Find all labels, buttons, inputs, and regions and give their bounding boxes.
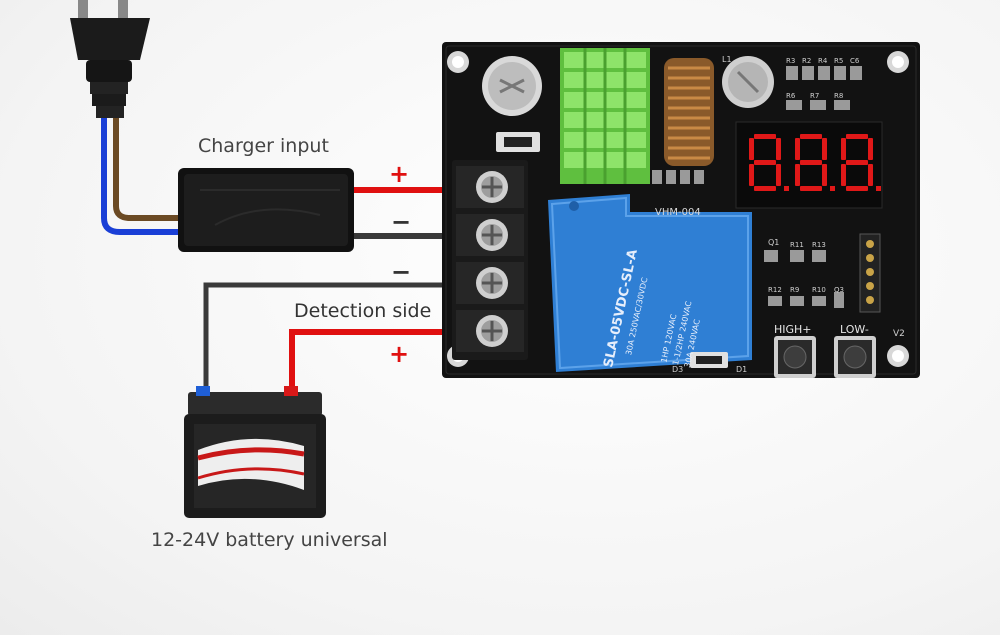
charger-input-label: Charger input: [198, 135, 329, 157]
d3-label: D3: [672, 365, 683, 374]
relay: [548, 194, 752, 372]
top-part-labels: R3 R2 R4 R5 C6: [786, 57, 860, 65]
inductor: [664, 58, 714, 166]
part-label-r7: R7: [810, 92, 819, 100]
digit-1-segment-5: [749, 164, 754, 186]
digit-2-segment-6: [795, 138, 800, 160]
digit-3-segment-2: [868, 138, 873, 160]
capacitor-left: [482, 56, 542, 116]
terminal-screw-1: [476, 171, 508, 203]
battery: [184, 386, 326, 518]
digit-3-segment-4: [846, 186, 868, 191]
high-button[interactable]: [774, 336, 816, 378]
digit-1-segment-7: [754, 160, 776, 165]
digit-1-segment-3: [776, 164, 781, 186]
low-button-label: LOW-: [840, 323, 869, 336]
battery-negative-wire: [203, 282, 472, 388]
digit-1-segment-4: [754, 186, 776, 191]
part-label-r8: R8: [834, 92, 843, 100]
digit-1-segment-1: [754, 134, 776, 139]
digit-3-segment-5: [841, 164, 846, 186]
battery-label: 12-24V battery universal: [151, 529, 388, 551]
q1-label: Q1: [768, 238, 779, 247]
terminal-screw-2: [476, 219, 508, 251]
digit-3-segment-7: [846, 160, 868, 165]
display-digits: [749, 134, 881, 191]
smd-components: [652, 66, 862, 308]
high-button-label: HIGH+: [774, 323, 812, 336]
capacitor-right: [722, 56, 774, 108]
digit-3-segment-6: [841, 138, 846, 160]
charger-minus-sign: −: [391, 208, 412, 236]
d1-label: D1: [736, 365, 747, 374]
digit-1-segment-2: [776, 138, 781, 160]
ac-plug: [70, 0, 150, 118]
digit-3-segment-3: [868, 164, 873, 186]
ac-wire-blue: [101, 118, 182, 235]
charger-plus-sign: +: [389, 160, 410, 188]
terminal-screw-4: [476, 315, 508, 347]
l1-label: L1: [722, 55, 732, 64]
detection-side-label: Detection side: [294, 300, 432, 322]
part-label-r2: R2: [802, 57, 811, 65]
part-label-r6: R6: [786, 92, 796, 100]
pin-header: [859, 233, 881, 313]
digit-3-segment-1: [846, 134, 868, 139]
row-part-labels: R11 R13: [790, 241, 826, 249]
part-label-r11: R11: [790, 241, 804, 249]
part-label-c6: C6: [850, 57, 860, 65]
digit-1-segment-6: [749, 138, 754, 160]
digit-2-segment-2: [822, 138, 827, 160]
ac-wire-brown: [113, 118, 182, 221]
digit-2-segment-7: [800, 160, 822, 165]
digit-1-decimal-point: [784, 186, 789, 191]
part-label-r4: R4: [818, 57, 828, 65]
part-label-r9: R9: [790, 286, 799, 294]
battery-positive-wire: [289, 329, 472, 398]
v2-label: V2: [893, 329, 905, 339]
battery-plus-sign: +: [389, 340, 410, 368]
row2-part-labels: R12 R9 R10 Q3: [768, 286, 844, 294]
digit-2-decimal-point: [830, 186, 835, 191]
terminal-screw-3: [476, 267, 508, 299]
board-model-text: VHM-004: [655, 207, 701, 218]
part-label-r3: R3: [786, 57, 795, 65]
part-label-r13: R13: [812, 241, 826, 249]
digit-3-decimal-point: [876, 186, 881, 191]
mid-part-labels: R6 R7 R8: [786, 92, 843, 100]
part-label-r5: R5: [834, 57, 843, 65]
part-label-r10: R10: [812, 286, 826, 294]
part-label-q3: Q3: [834, 286, 844, 294]
battery-minus-sign: −: [391, 258, 412, 286]
digit-2-segment-3: [822, 164, 827, 186]
digit-2-segment-4: [800, 186, 822, 191]
digit-2-segment-1: [800, 134, 822, 139]
charger-brick: [178, 168, 354, 252]
digit-2-segment-5: [795, 164, 800, 186]
part-label-r12: R12: [768, 286, 782, 294]
low-button[interactable]: [834, 336, 876, 378]
heatsink: [560, 48, 650, 184]
